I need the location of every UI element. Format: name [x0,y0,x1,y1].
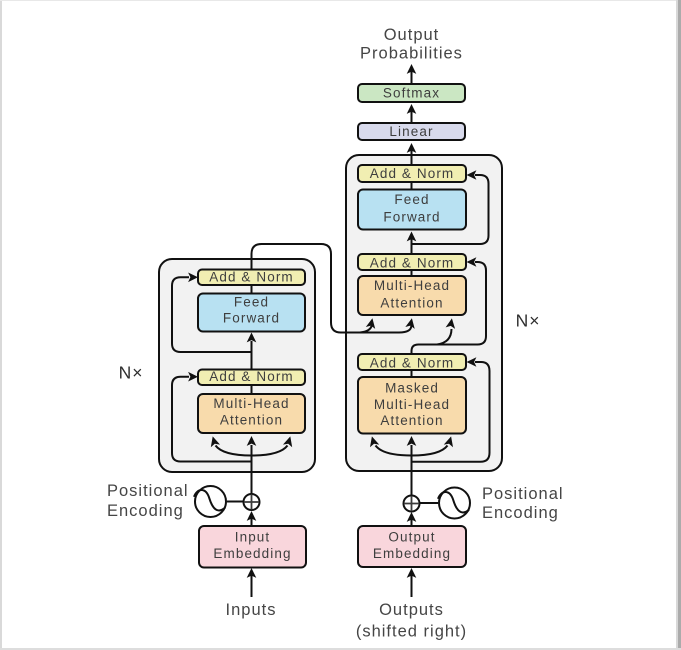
svg-text:Encoding: Encoding [107,502,184,520]
svg-text:Linear: Linear [389,124,433,139]
svg-text:Add & Norm: Add & Norm [370,166,455,181]
svg-text:(shifted right): (shifted right) [356,622,467,640]
svg-text:Forward: Forward [383,210,440,225]
svg-text:Input: Input [235,530,271,545]
svg-text:Multi-Head: Multi-Head [213,396,289,411]
svg-text:Encoding: Encoding [482,504,559,522]
svg-text:Attention: Attention [380,296,443,311]
svg-text:N×: N× [119,362,144,382]
svg-text:Add & Norm: Add & Norm [209,369,294,384]
svg-text:Outputs: Outputs [379,601,444,619]
svg-text:Softmax: Softmax [383,86,440,101]
svg-text:Masked: Masked [385,381,439,396]
svg-text:Feed: Feed [234,295,269,310]
svg-text:Output: Output [388,530,435,545]
svg-text:Embedding: Embedding [373,546,451,561]
svg-text:N×: N× [516,310,541,330]
svg-text:Positional: Positional [107,482,189,500]
svg-text:Feed: Feed [394,192,429,207]
svg-text:Forward: Forward [223,311,280,326]
svg-text:Add & Norm: Add & Norm [370,356,455,371]
svg-text:Output: Output [384,26,440,44]
svg-text:Positional: Positional [482,485,564,503]
svg-text:Attention: Attention [220,412,283,427]
svg-text:Add & Norm: Add & Norm [370,256,455,271]
svg-text:Embedding: Embedding [213,546,291,561]
svg-text:Attention: Attention [380,413,443,428]
svg-text:Add & Norm: Add & Norm [209,270,294,285]
svg-text:Multi-Head: Multi-Head [374,397,450,412]
svg-text:Inputs: Inputs [226,601,277,619]
svg-text:Probabilities: Probabilities [360,44,463,62]
svg-text:Multi-Head: Multi-Head [374,278,450,293]
